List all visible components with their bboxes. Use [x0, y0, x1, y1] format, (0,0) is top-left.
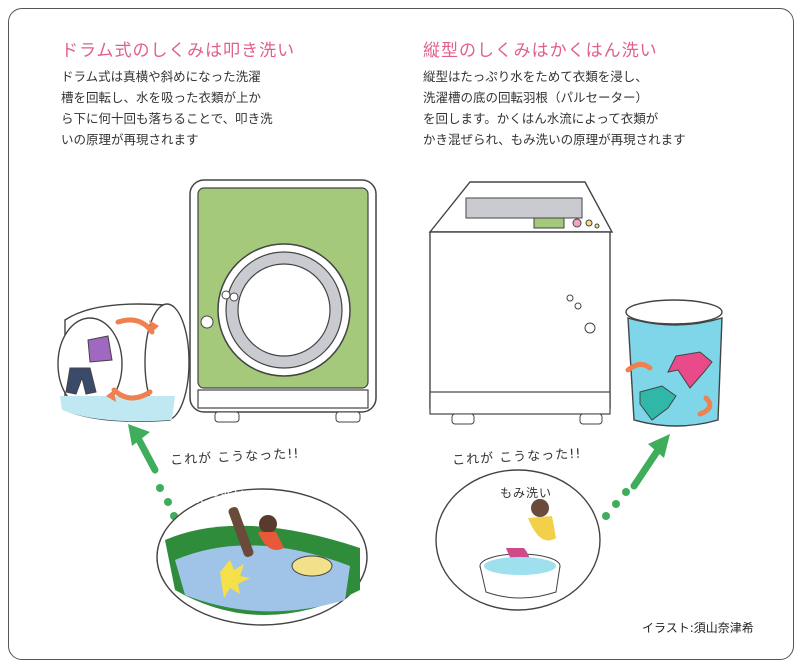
drum-section-description: ドラム式は真横や斜めになった洗濯 槽を回転し、水を吸った衣類が上か ら下に何十回…	[61, 69, 273, 147]
drum-cylinder-illustration	[57, 303, 190, 422]
water-tub-illustration	[625, 299, 723, 427]
illustration-credit: イラスト:須山奈津希	[642, 621, 754, 635]
green-arrow-left	[128, 424, 178, 520]
top-loader-section-description: 縦型はたっぷり水をためて衣類を浸し、 洗濯槽の底の回転羽根（パルセーター） を回…	[423, 69, 686, 147]
top-loader-illustration	[428, 181, 614, 425]
kneading-wash-label: もみ洗い	[500, 486, 553, 500]
drum-washer-illustration	[189, 179, 377, 423]
beating-wash-scene	[156, 488, 368, 626]
drum-section-title: ドラム式のしくみは叩き洗い	[61, 41, 296, 61]
kneading-wash-scene	[435, 469, 601, 611]
green-arrow-right	[602, 434, 670, 520]
top-loader-section-title: 縦型のしくみはかくはん洗い	[423, 41, 658, 61]
